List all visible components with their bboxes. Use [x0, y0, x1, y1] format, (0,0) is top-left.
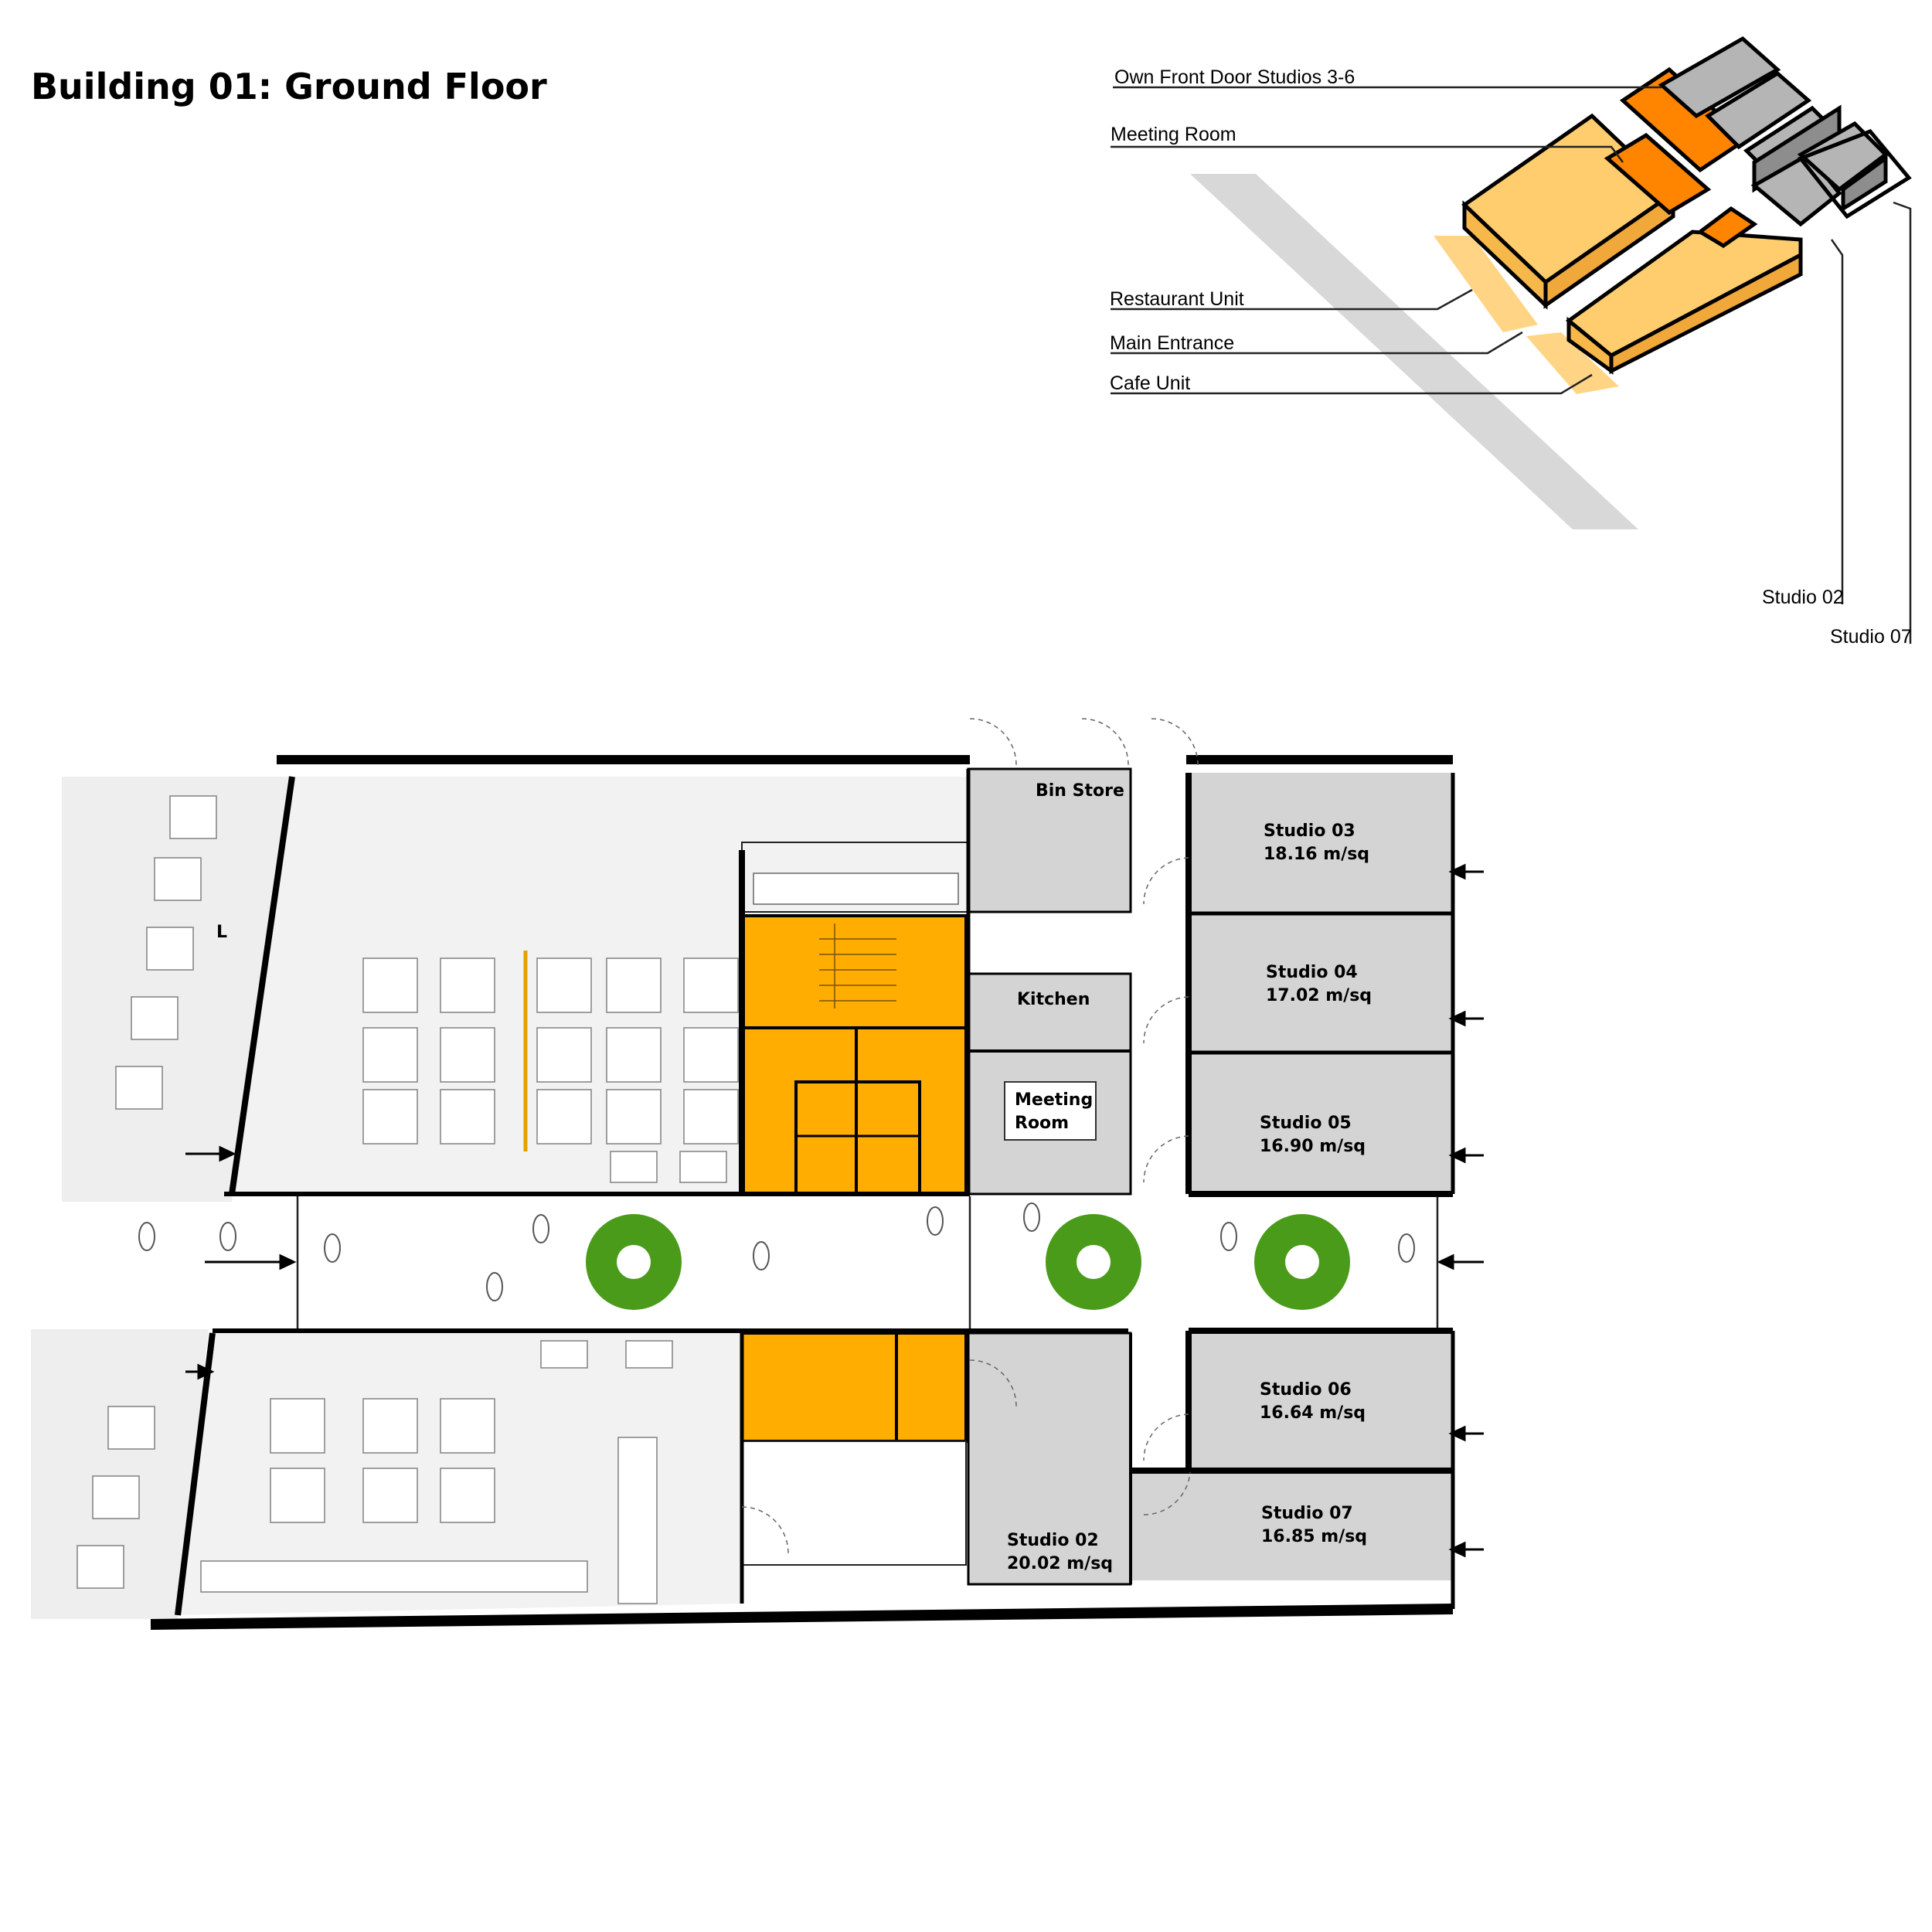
callout-meeting-room: Meeting Room	[1111, 124, 1236, 145]
studio-02	[967, 1332, 1132, 1586]
label-studio-05: Studio 05	[1260, 1114, 1352, 1133]
person-icon	[486, 1272, 503, 1301]
person-icon	[1220, 1222, 1237, 1251]
entry-arrows	[185, 863, 1484, 1558]
street-strip	[1190, 174, 1638, 529]
studio-05	[1189, 1053, 1453, 1194]
cafe-kitchen	[741, 1440, 967, 1566]
page-title: Building 01: Ground Floor	[31, 66, 547, 107]
person-icon	[324, 1233, 341, 1263]
restaurant-tables	[362, 951, 739, 1183]
cafe-tables	[200, 1340, 673, 1593]
trees	[586, 1214, 1350, 1310]
terrace-lower	[31, 1329, 209, 1619]
person-icon	[753, 1241, 770, 1270]
label-studio-02: Studio 02	[1007, 1531, 1099, 1550]
terrace-seating	[77, 795, 217, 1589]
callout-cafe-unit: Cafe Unit	[1110, 372, 1190, 394]
callout-lines	[1111, 86, 1912, 644]
person-icon	[1023, 1202, 1040, 1232]
cafe-block	[1565, 121, 1912, 375]
label-studio-06: Studio 06	[1260, 1380, 1352, 1400]
label-studio-03: Studio 03	[1264, 821, 1355, 841]
service-core-upper	[740, 914, 968, 1196]
studio-03	[1189, 773, 1453, 912]
callout-own-front-door: Own Front Door Studios 3-6	[1114, 66, 1355, 88]
label-studio-04: Studio 04	[1266, 963, 1358, 982]
callout-studio-07: Studio 07	[1830, 626, 1912, 648]
restaurant-block	[1461, 36, 1842, 310]
floor-plan: L Bin Store Kitchen Meeting Room Studio …	[31, 718, 1484, 1630]
service-core-lower	[740, 1332, 968, 1443]
area-studio-04: 17.02 m/sq	[1266, 986, 1372, 1005]
studio-06	[1189, 1333, 1453, 1471]
cafe-entrance-shadow	[1526, 332, 1619, 394]
label-L: L	[216, 923, 227, 942]
area-studio-05: 16.90 m/sq	[1260, 1137, 1366, 1156]
studio-block	[1658, 36, 1781, 119]
door-swings	[741, 718, 1199, 1554]
area-studio-03: 18.16 m/sq	[1264, 845, 1369, 864]
label-kitchen: Kitchen	[1017, 990, 1090, 1009]
studio-04	[1189, 914, 1453, 1051]
meeting-table	[1004, 1081, 1097, 1141]
callout-studio-02: Studio 02	[1762, 587, 1844, 608]
label-studio-07: Studio 07	[1261, 1504, 1353, 1523]
person-icon	[219, 1222, 236, 1251]
label-room: Room	[1015, 1114, 1069, 1133]
label-meeting: Meeting	[1015, 1090, 1093, 1110]
label-bin-store: Bin Store	[1036, 781, 1124, 801]
person-icon	[927, 1206, 944, 1236]
area-studio-02: 20.02 m/sq	[1007, 1554, 1113, 1573]
person-icon	[1398, 1233, 1415, 1263]
restaurant-entrance-shadow	[1434, 236, 1538, 332]
walls	[150, 755, 1455, 1630]
people	[138, 1202, 1415, 1301]
axonometric-diagram: Own Front Door Studios 3-6 Meeting Room …	[1110, 36, 1912, 648]
person-icon	[138, 1222, 155, 1251]
person-icon	[532, 1214, 549, 1243]
callout-main-entrance: Main Entrance	[1110, 332, 1234, 354]
studio-07	[1132, 1472, 1453, 1580]
callout-restaurant-unit: Restaurant Unit	[1110, 288, 1244, 310]
bin-store	[967, 767, 1132, 913]
area-studio-07: 16.85 m/sq	[1261, 1527, 1367, 1546]
stair-treads	[819, 923, 896, 1009]
area-studio-06: 16.64 m/sq	[1260, 1403, 1366, 1423]
